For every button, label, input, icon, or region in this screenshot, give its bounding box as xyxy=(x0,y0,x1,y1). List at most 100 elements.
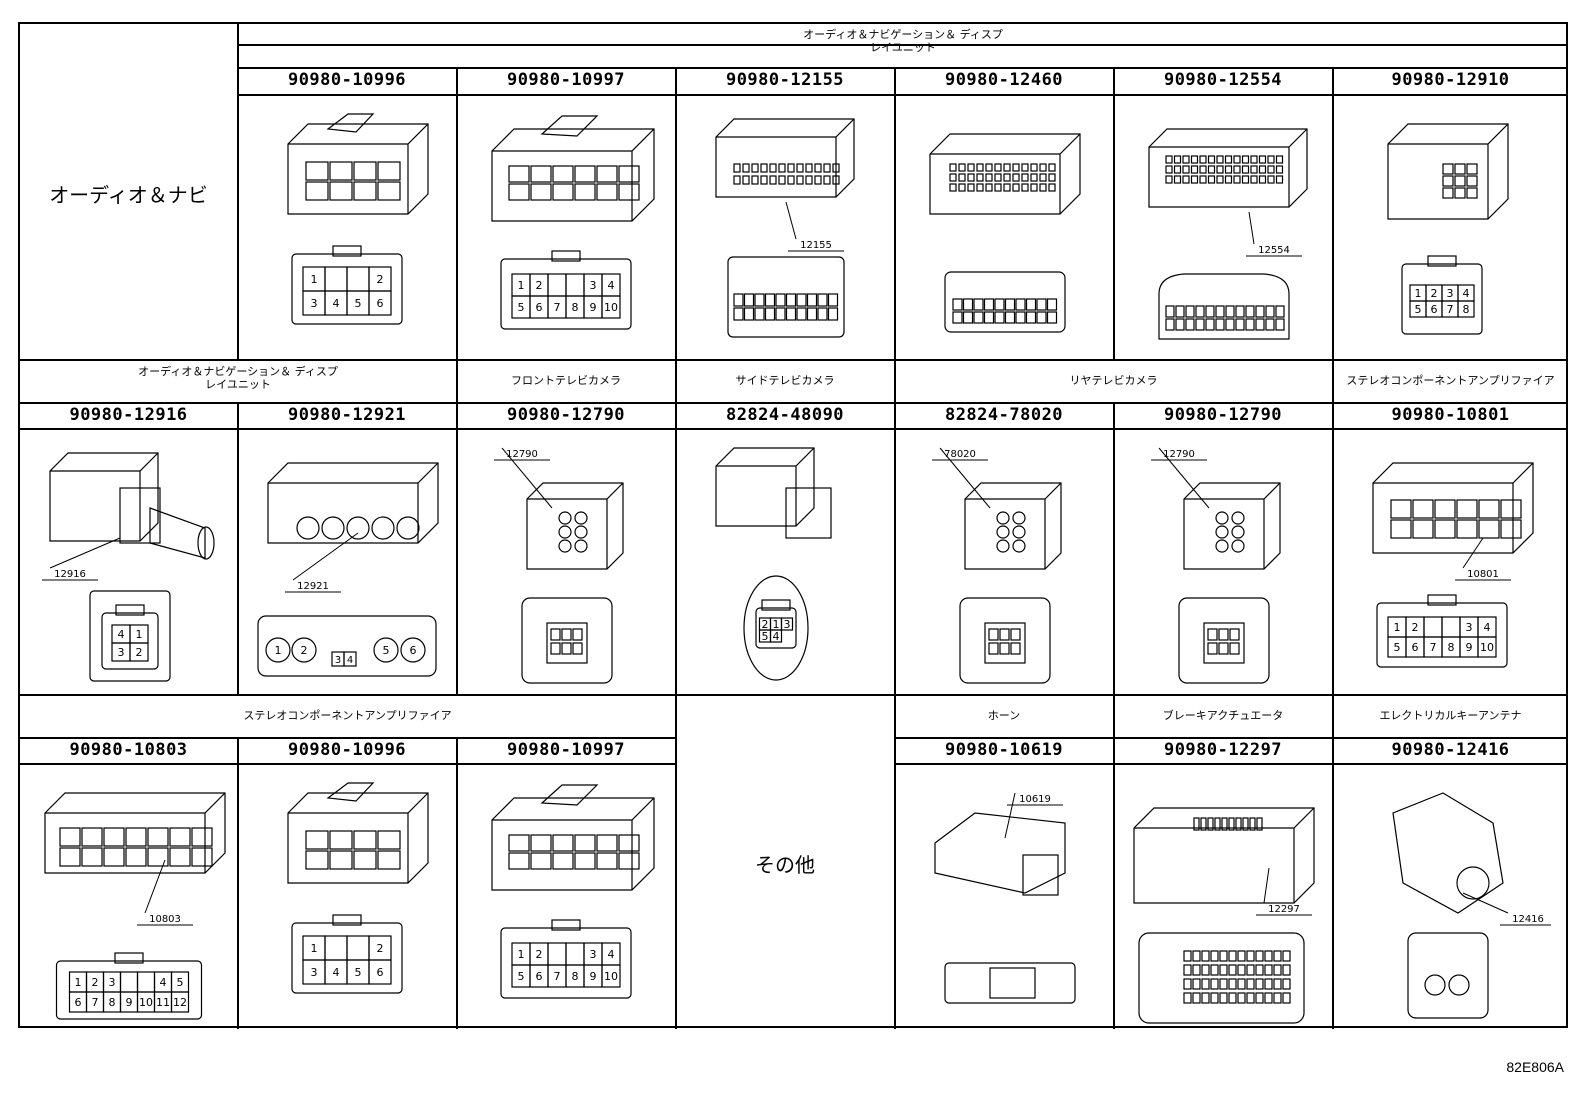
part-number: 90980-12155 xyxy=(725,70,845,90)
pin-number: 5 xyxy=(383,644,390,657)
grid-line xyxy=(237,737,239,1029)
grid-line xyxy=(237,24,239,359)
pin-number: 3 xyxy=(1447,287,1454,300)
part-number: 82824-48090 xyxy=(725,405,845,425)
pin-number: 8 xyxy=(109,996,116,1009)
part-number: 90980-10803 xyxy=(69,740,188,760)
grid-line xyxy=(894,67,896,360)
pin-number: 2 xyxy=(536,279,543,292)
pin-number: 4 xyxy=(608,948,615,961)
pin-number: 7 xyxy=(554,301,561,314)
pin-number: 4 xyxy=(333,966,340,979)
pin-number: 10 xyxy=(1480,641,1494,654)
pin-number: 3 xyxy=(311,297,318,310)
pin-number: 1 xyxy=(1415,287,1422,300)
pin-number: 2 xyxy=(92,976,99,989)
grid-line xyxy=(20,402,1568,404)
callout-label: 10619 xyxy=(1019,794,1051,805)
pin-number: 8 xyxy=(1448,641,1455,654)
callout-label: 10801 xyxy=(1467,569,1499,580)
grid-line xyxy=(675,694,677,1029)
pin-number: 2 xyxy=(301,644,308,657)
group-title-text: オーディオ＆ナビゲーション＆ ディスプレイユニット xyxy=(138,365,338,391)
group-title: ステレオコンポーネントアンプリファイア xyxy=(243,709,452,722)
group-title: ホーン xyxy=(987,709,1021,722)
pin-number: 1 xyxy=(773,618,780,631)
callout-label: 12416 xyxy=(1512,914,1544,925)
part-number: 90980-10996 xyxy=(287,70,407,90)
group-title: ブレーキアクチュエータ xyxy=(1162,709,1284,722)
grid-line xyxy=(1113,67,1115,360)
pin-number: 7 xyxy=(1447,303,1454,316)
part-number: 90980-12297 xyxy=(1163,740,1283,760)
pin-number: 3 xyxy=(109,976,116,989)
pin-number: 5 xyxy=(177,976,184,989)
part-number: 90980-10997 xyxy=(506,70,626,90)
part-number: 90980-10997 xyxy=(506,740,626,760)
part-number: 90980-12790 xyxy=(506,405,626,425)
connector-svg: 12554 xyxy=(1148,128,1308,340)
pin-number: 9 xyxy=(126,996,133,1009)
grid-line xyxy=(894,694,896,1029)
pin-number: 5 xyxy=(518,301,525,314)
grid-line xyxy=(675,359,677,694)
part-number: 82824-78020 xyxy=(944,405,1064,425)
connector-svg: 78020 xyxy=(932,447,1062,684)
grid-line xyxy=(894,763,1568,765)
grid-line xyxy=(1332,359,1334,694)
grid-line xyxy=(1332,67,1334,360)
pin-number: 10 xyxy=(604,970,618,983)
grid-line xyxy=(238,67,1568,69)
grid-line xyxy=(20,737,676,739)
pin-number: 4 xyxy=(118,628,125,641)
callout-label: 78020 xyxy=(944,449,976,460)
pin-number: 5 xyxy=(355,966,362,979)
pin-number: 9 xyxy=(1466,641,1473,654)
pin-number: 6 xyxy=(75,996,82,1009)
group-title: リヤテレビカメラ xyxy=(1069,374,1158,387)
grid-line xyxy=(20,359,1568,361)
pin-number: 5 xyxy=(762,630,769,643)
pin-number: 11 xyxy=(156,996,170,1009)
pin-number: 7 xyxy=(1430,641,1437,654)
grid-line xyxy=(20,428,1568,430)
part-number: 90980-10619 xyxy=(944,740,1064,760)
figure-id: 82E806A xyxy=(1506,1059,1564,1075)
pin-number: 1 xyxy=(311,942,318,955)
connector-svg: 10619 xyxy=(934,792,1076,1004)
pin-number: 6 xyxy=(410,644,417,657)
pin-number: 1 xyxy=(311,273,318,286)
callout-label: 10803 xyxy=(149,914,181,925)
callout-label: 12297 xyxy=(1268,904,1300,915)
pin-number: 8 xyxy=(572,970,579,983)
pin-number: 2 xyxy=(762,618,769,631)
part-number: 90980-10996 xyxy=(287,740,407,760)
grid-line xyxy=(1113,694,1115,1029)
pin-number: 3 xyxy=(1466,621,1473,634)
pin-number: 1 xyxy=(75,976,82,989)
grid-line xyxy=(237,402,239,694)
grid-line xyxy=(238,94,1568,96)
pin-number: 4 xyxy=(1484,621,1491,634)
grid-line xyxy=(456,67,458,360)
part-number: 90980-12460 xyxy=(944,70,1064,90)
pin-number: 2 xyxy=(1412,621,1419,634)
pin-number: 4 xyxy=(608,279,615,292)
pin-number: 1 xyxy=(518,279,525,292)
group-title: フロントテレビカメラ xyxy=(511,374,621,387)
pin-number: 1 xyxy=(1394,621,1401,634)
connector-svg: 12790 xyxy=(494,447,624,684)
group-title: オーディオ＆ナビゲーション＆ ディスプレイユニット xyxy=(20,365,456,391)
grid-line xyxy=(20,694,1568,696)
pin-number: 4 xyxy=(1463,287,1470,300)
connector-svg: 12416 xyxy=(1392,792,1551,1019)
pin-number: 3 xyxy=(590,279,597,292)
grid-line xyxy=(894,359,896,694)
connector-svg: 12790 xyxy=(1151,447,1281,684)
pin-number: 2 xyxy=(536,948,543,961)
callout-label: 12790 xyxy=(506,449,538,460)
grid-line xyxy=(456,359,458,694)
